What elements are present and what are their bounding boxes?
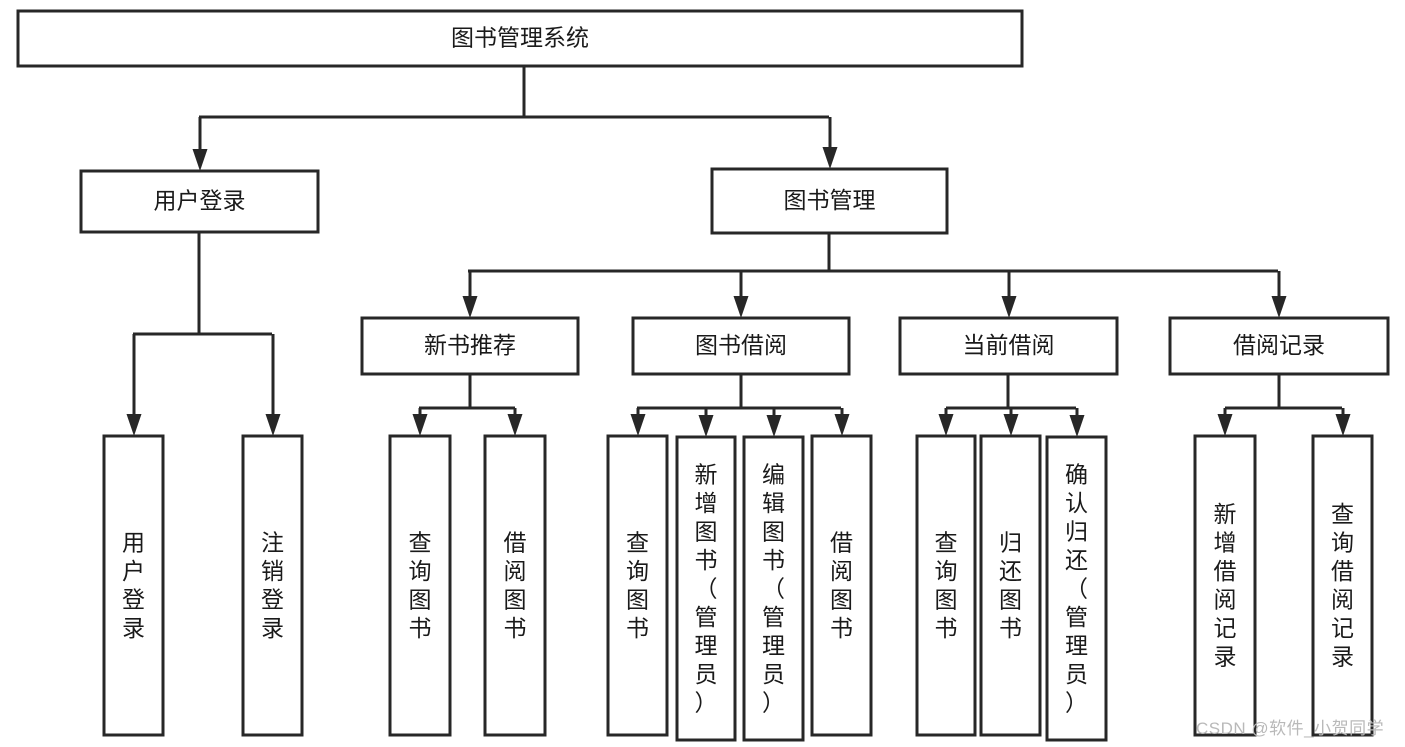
csdn-watermark: CSDN @软件_小贺同学: [1196, 719, 1385, 738]
node-leaf-return-book[interactable]: 归还图书: [979, 434, 1042, 737]
edge-borrow-record-to-leaf-add-borrow-record: [1217, 408, 1233, 436]
node-book-borrow[interactable]: 图书借阅: [631, 316, 851, 376]
node-label: 新增借阅记录: [1214, 501, 1237, 670]
node-label: 归还图书: [999, 530, 1022, 642]
node-new-book-rec[interactable]: 新书推荐: [360, 316, 580, 376]
edge-book-borrow-to-leaf-add-book-admin: [698, 408, 714, 437]
node-label: 借阅图书: [830, 530, 853, 642]
connector-book-borrow-rail: [637, 374, 841, 410]
arrow-head-icon: [1001, 296, 1017, 318]
arrow-head-icon: [1069, 415, 1085, 437]
edge-borrow-record-to-leaf-query-borrow-record: [1335, 408, 1351, 436]
arrow-head-icon: [698, 415, 714, 437]
arrow-head-icon: [834, 414, 850, 436]
connector-borrow-record-rail: [1225, 374, 1342, 410]
node-label: 查询图书: [935, 530, 958, 642]
node-label: 借阅图书: [504, 530, 527, 642]
edge-book-borrow-to-leaf-edit-book-admin: [766, 408, 782, 437]
node-leaf-query-book-3[interactable]: 查询图书: [915, 434, 977, 737]
node-label: 图书借阅: [695, 332, 787, 358]
node-label: 注销登录: [261, 530, 284, 642]
node-leaf-add-book-admin[interactable]: 新增图书（管理员）: [675, 435, 737, 742]
arrow-head-icon: [1271, 296, 1287, 318]
connector-current-borrow-rail: [946, 374, 1076, 410]
arrow-head-icon: [733, 296, 749, 318]
node-book-manage[interactable]: 图书管理: [710, 167, 949, 235]
node-label: 借阅记录: [1233, 332, 1325, 358]
node-leaf-user-login[interactable]: 用户登录: [102, 434, 165, 737]
arrow-head-icon: [412, 414, 428, 436]
connector-layer: [126, 66, 1351, 437]
edge-current-borrow-to-leaf-query-book-3: [938, 408, 954, 436]
connector-root-rail: [199, 66, 829, 119]
edge-user-login-to-leaf-user-logout: [265, 334, 281, 436]
node-label: 查询借阅记录: [1331, 501, 1354, 670]
node-label: 用户登录: [122, 530, 145, 642]
arrow-head-icon: [766, 415, 782, 437]
edge-root-to-user-login: [192, 117, 208, 171]
edge-new-book-rec-to-leaf-query-book-1: [412, 408, 428, 436]
edge-new-book-rec-to-leaf-borrow-book-1: [507, 408, 523, 436]
edge-book-manage-to-book-borrow: [733, 271, 749, 318]
arrow-head-icon: [822, 147, 838, 169]
edge-root-to-book-manage: [822, 117, 838, 169]
arrow-head-icon: [1335, 414, 1351, 436]
node-leaf-confirm-return-admin[interactable]: 确认归还（管理员）: [1045, 435, 1108, 742]
arrow-head-icon: [1003, 414, 1019, 436]
arrow-head-icon: [126, 414, 142, 436]
node-label: 查询图书: [409, 530, 432, 642]
arrow-head-icon: [507, 414, 523, 436]
node-user-login[interactable]: 用户登录: [79, 169, 320, 234]
edge-book-manage-to-current-borrow: [1001, 271, 1017, 318]
node-label: 编辑图书（管理员）: [762, 461, 785, 715]
arrow-head-icon: [265, 414, 281, 436]
node-label: 新书推荐: [424, 332, 516, 358]
arrow-head-icon: [462, 296, 478, 318]
arrow-head-icon: [938, 414, 954, 436]
node-leaf-edit-book-admin[interactable]: 编辑图书（管理员）: [742, 435, 805, 742]
node-current-borrow[interactable]: 当前借阅: [898, 316, 1119, 376]
arrow-head-icon: [630, 414, 646, 436]
node-leaf-query-borrow-record[interactable]: 查询借阅记录: [1311, 434, 1374, 737]
edge-user-login-to-leaf-user-login: [126, 334, 142, 436]
arrow-head-icon: [1217, 414, 1233, 436]
node-leaf-user-logout[interactable]: 注销登录: [241, 434, 304, 737]
edge-book-manage-to-borrow-record: [1271, 271, 1287, 318]
node-label: 当前借阅: [963, 332, 1055, 358]
node-borrow-record[interactable]: 借阅记录: [1168, 316, 1390, 376]
node-label: 图书管理系统: [451, 25, 589, 51]
connector-book-manage-rail: [468, 233, 1278, 273]
connector-new-book-rec-rail: [419, 374, 515, 410]
node-label: 确认归还（管理员）: [1065, 461, 1088, 715]
edge-current-borrow-to-leaf-confirm-return-admin: [1069, 408, 1085, 437]
edge-current-borrow-to-leaf-return-book: [1003, 408, 1019, 436]
connector-user-login-rail: [133, 232, 272, 336]
node-label: 查询图书: [626, 530, 649, 642]
node-leaf-borrow-book-1[interactable]: 借阅图书: [483, 434, 547, 737]
edge-book-borrow-to-leaf-query-book-2: [630, 408, 646, 436]
node-leaf-borrow-book-2[interactable]: 借阅图书: [810, 434, 873, 737]
node-layer: 图书管理系统用户登录图书管理新书推荐图书借阅当前借阅借阅记录用户登录注销登录查询…: [16, 9, 1390, 742]
node-leaf-query-book-2[interactable]: 查询图书: [606, 434, 669, 737]
edge-book-borrow-to-leaf-borrow-book-2: [834, 408, 850, 436]
node-leaf-query-book-1[interactable]: 查询图书: [388, 434, 452, 737]
node-root[interactable]: 图书管理系统: [16, 9, 1024, 68]
node-label: 图书管理: [784, 187, 876, 213]
node-leaf-add-borrow-record[interactable]: 新增借阅记录: [1193, 434, 1257, 737]
edge-book-manage-to-new-book-rec: [462, 271, 478, 318]
node-label: 用户登录: [154, 188, 246, 214]
node-label: 新增图书（管理员）: [695, 461, 718, 715]
arrow-head-icon: [192, 149, 208, 171]
